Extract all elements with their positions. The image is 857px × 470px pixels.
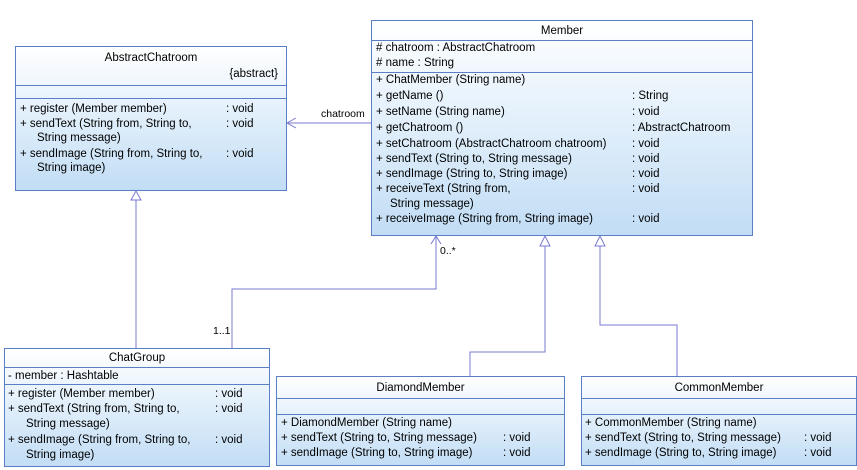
method-return: : void (215, 403, 243, 415)
method-return: : void (226, 148, 254, 160)
method-signature: + DiamondMember (String name) (281, 417, 452, 429)
association-member-line (231, 236, 437, 348)
method-signature: + setChatroom (AbstractChatroom chatroom… (376, 138, 607, 150)
association-member-arrowhead (430, 235, 442, 245)
method-return: : void (215, 388, 243, 400)
methods-section: + DiamondMember (String name) + sendText… (277, 415, 564, 466)
method-return: : void (632, 183, 660, 195)
method-signature: + ChatMember (String name) (376, 74, 526, 86)
method-signature: + getChatroom () (376, 122, 464, 134)
class-name: CommonMember (674, 382, 764, 394)
method-return: : void (632, 213, 660, 225)
methods-section: + CommonMember (String name) + sendText … (582, 415, 856, 466)
attributes-section (582, 399, 856, 415)
class-header: CommonMember (582, 377, 856, 399)
method-return: : void (632, 106, 660, 118)
method-return: : AbstractChatroom (632, 122, 731, 134)
attribute: - member : Hashtable (8, 370, 119, 382)
multiplicity-many-label: 0..* (440, 245, 456, 257)
method-signature: + sendImage (String from, String to, (8, 434, 191, 446)
class-diamond-member[interactable]: DiamondMember + DiamondMember (String na… (276, 376, 565, 466)
method-signature: + sendText (String from, String to, (20, 118, 192, 130)
generalization-common-line (599, 246, 678, 376)
method-signature: + getName () (376, 90, 444, 102)
method-return: : void (226, 118, 254, 130)
generalization-common-triangle (594, 234, 606, 247)
method-signature-continued: String image) (26, 449, 95, 461)
class-name: DiamondMember (376, 382, 465, 394)
class-header: AbstractChatroom {abstract} (16, 47, 286, 86)
method-signature: + receiveText (String from, (376, 183, 511, 195)
method-signature: + sendImage (String to, String image) (281, 447, 473, 459)
attributes-section: # chatroom : AbstractChatroom # name : S… (372, 41, 752, 73)
class-chat-group[interactable]: ChatGroup - member : Hashtable + registe… (4, 348, 270, 467)
class-header: Member (372, 21, 752, 41)
method-return: : void (804, 447, 832, 459)
class-common-member[interactable]: CommonMember + CommonMember (String name… (581, 376, 857, 466)
class-name: Member (540, 25, 584, 37)
method-signature: + sendImage (String from, String to, (20, 148, 203, 160)
method-signature: + sendImage (String to, String image) (376, 168, 568, 180)
method-signature-continued: String message) (26, 418, 110, 430)
method-signature: + sendText (String from, String to, (8, 403, 180, 415)
generalization-chatgroup-triangle (130, 189, 142, 201)
method-signature: + sendText (String to, String message) (585, 432, 781, 444)
method-return: : String (632, 90, 669, 102)
attributes-section: - member : Hashtable (5, 368, 269, 385)
class-stereotype: {abstract} (229, 68, 278, 80)
attributes-section (16, 86, 286, 99)
method-return: : void (215, 434, 243, 446)
attributes-section (277, 399, 564, 415)
attribute: # name : String (376, 57, 454, 69)
association-chatroom-label: chatroom (321, 108, 365, 120)
method-signature: + setName (String name) (376, 106, 505, 118)
method-return: : void (226, 103, 254, 115)
method-signature: + CommonMember (String name) (585, 417, 757, 429)
association-arrowhead (285, 117, 297, 129)
method-return: : void (632, 138, 660, 150)
method-signature-continued: String message) (37, 132, 121, 144)
generalization-diamond-line (469, 246, 546, 376)
methods-section: + register (Member member) : void + send… (5, 385, 269, 467)
class-header: DiamondMember (277, 377, 564, 399)
method-return: : void (804, 432, 832, 444)
method-signature: + register (Member member) (20, 103, 167, 115)
method-signature: + receiveImage (String from, String imag… (376, 213, 593, 225)
method-signature: + sendText (String to, String message) (281, 432, 477, 444)
class-abstract-chatroom[interactable]: AbstractChatroom {abstract} + register (… (15, 46, 287, 191)
method-return: : void (503, 447, 531, 459)
generalization-diamond-triangle (539, 234, 551, 247)
method-signature: + register (Member member) (8, 388, 155, 400)
method-signature: + sendImage (String to, String image) (585, 447, 777, 459)
method-return: : void (503, 432, 531, 444)
method-signature-continued: String message) (390, 198, 474, 210)
method-return: : void (632, 153, 660, 165)
multiplicity-one-label: 1..1 (213, 325, 231, 337)
class-member[interactable]: Member # chatroom : AbstractChatroom # n… (371, 20, 753, 236)
class-header: ChatGroup (5, 349, 269, 368)
attribute: # chatroom : AbstractChatroom (376, 42, 536, 54)
class-name: ChatGroup (108, 352, 166, 364)
method-signature-continued: String image) (37, 162, 106, 174)
class-name: AbstractChatroom (104, 52, 198, 64)
methods-section: + ChatMember (String name) + getName () … (372, 73, 752, 236)
method-return: : void (632, 168, 660, 180)
method-signature: + sendText (String to, String message) (376, 153, 572, 165)
methods-section: + register (Member member) : void + send… (16, 99, 286, 191)
